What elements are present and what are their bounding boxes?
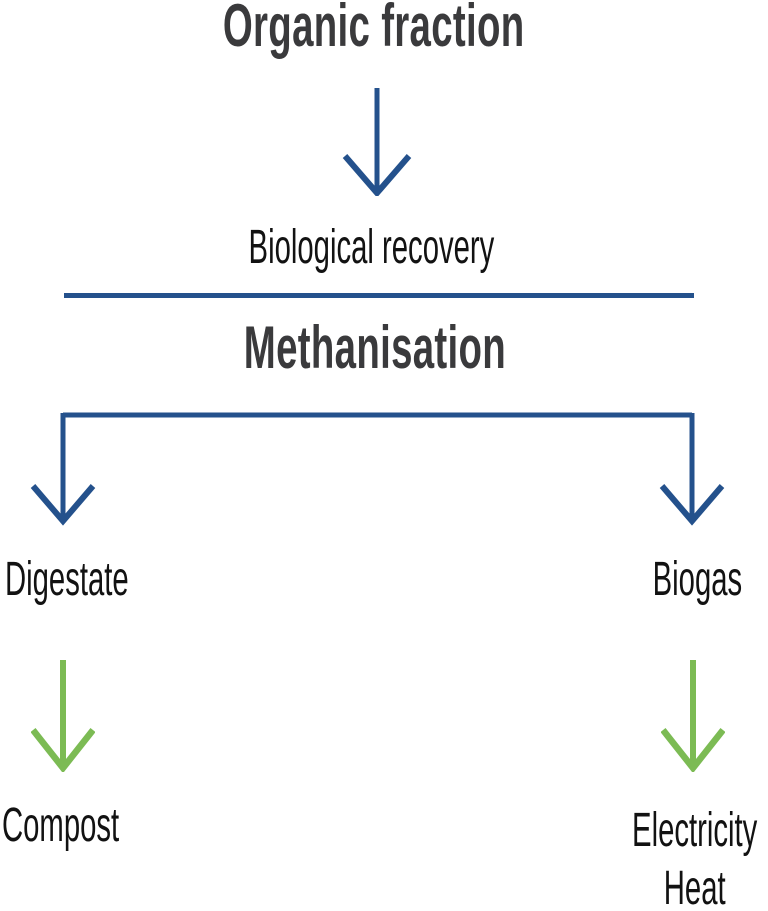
divider-line xyxy=(64,293,694,298)
label-biological-recovery-text: Biological recovery xyxy=(248,221,494,274)
label-biological-recovery: Biological recovery xyxy=(0,224,755,272)
label-digestate-text: Digestate xyxy=(5,553,129,606)
arrow-down-green-left-icon xyxy=(31,660,95,772)
label-heat-text: Heat xyxy=(664,862,726,911)
label-electricity-heat: Electricity Heat xyxy=(545,802,768,911)
arrow-down-blue-icon xyxy=(342,88,412,196)
branch-split-arrows-icon xyxy=(30,412,725,526)
label-electricity-line: Electricity xyxy=(545,802,768,860)
label-digestate: Digestate xyxy=(5,556,208,604)
label-heat-line: Heat xyxy=(545,860,768,911)
label-biogas: Biogas xyxy=(547,556,768,604)
arrow-down-green-right-icon xyxy=(661,660,725,772)
title-organic-fraction: Organic fraction xyxy=(0,0,758,56)
heading-methanisation-text: Methanisation xyxy=(243,314,507,381)
label-compost-text: Compost xyxy=(2,799,120,852)
label-biogas-text: Biogas xyxy=(652,553,742,606)
label-electricity-text: Electricity xyxy=(632,804,758,857)
title-organic-fraction-text: Organic fraction xyxy=(223,0,525,59)
heading-methanisation: Methanisation xyxy=(0,318,759,378)
label-compost: Compost xyxy=(2,802,194,850)
